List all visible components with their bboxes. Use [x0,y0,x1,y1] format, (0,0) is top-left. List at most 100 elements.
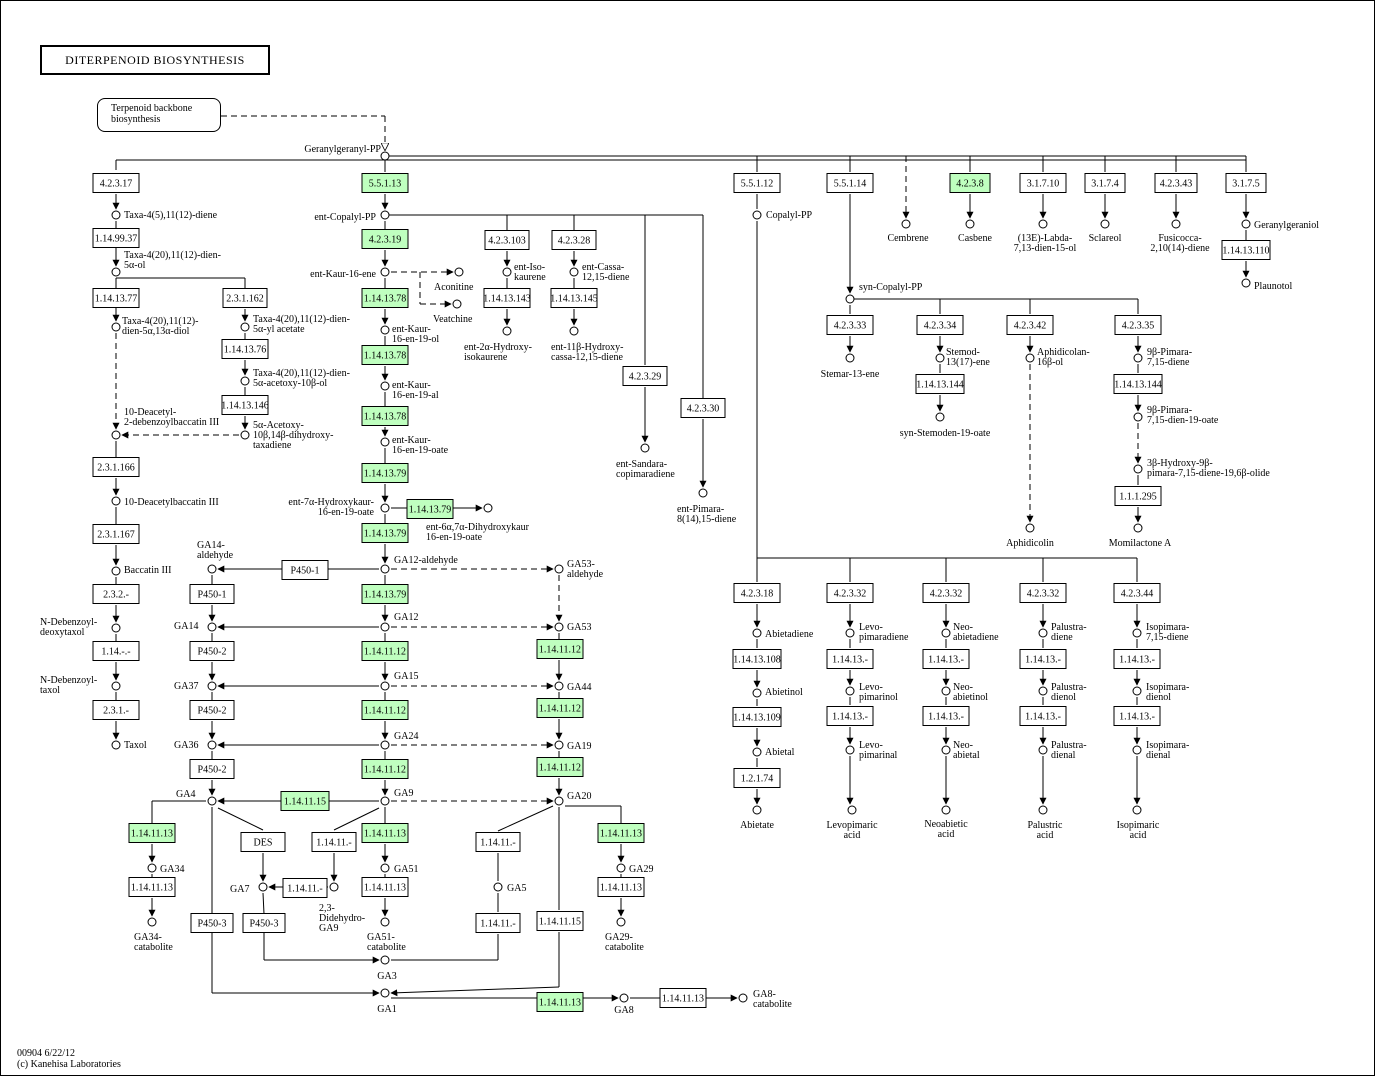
compound-node[interactable] [554,740,564,750]
enzyme-box-P450-1[interactable]: P450-1 [281,560,329,580]
compound-circle[interactable] [752,628,762,638]
enzyme-box-1-14-11-[interactable]: 1.14.11.- [475,913,521,933]
compound-circle[interactable] [845,353,855,363]
enzyme-box-1-14-13-[interactable]: 1.14.13.- [826,649,874,669]
enzyme-box-1-14-11-13[interactable]: 1.14.11.13 [659,988,707,1008]
compound-node[interactable] [380,681,390,691]
enzyme-box-1-14-11-13[interactable]: 1.14.11.13 [597,823,645,843]
compound-circle[interactable] [380,151,390,161]
enzyme-box-1-14-13-[interactable]: 1.14.13.- [1113,706,1161,726]
compound-circle[interactable] [1132,686,1142,696]
compound-circle[interactable] [207,681,217,691]
compound-circle[interactable] [554,796,564,806]
compound-circle[interactable] [616,863,626,873]
compound-node[interactable] [941,686,951,696]
compound-circle[interactable] [111,267,121,277]
compound-circle[interactable] [640,443,650,453]
compound-node[interactable] [901,219,911,229]
compound-node[interactable] [738,993,748,1003]
compound-node[interactable] [111,566,121,576]
compound-circle[interactable] [1025,523,1035,533]
enzyme-box-4-2-3-33[interactable]: 4.2.3.33 [826,315,874,335]
compound-node[interactable] [1133,464,1143,474]
enzyme-box-4-2-3-17[interactable]: 4.2.3.17 [92,173,140,193]
compound-node[interactable] [111,623,121,633]
compound-circle[interactable] [111,210,121,220]
compound-node[interactable] [554,796,564,806]
compound-node[interactable] [845,294,855,304]
compound-node[interactable] [752,688,762,698]
enzyme-box-1-14-11-12[interactable]: 1.14.11.12 [361,641,409,661]
enzyme-box-4-2-3-34[interactable]: 4.2.3.34 [916,315,964,335]
compound-node[interactable] [111,430,121,440]
compound-circle[interactable] [845,294,855,304]
enzyme-box-P450-2[interactable]: P450-2 [189,641,235,661]
compound-circle[interactable] [111,740,121,750]
enzyme-box-1-14-13-144[interactable]: 1.14.13.144 [1113,374,1163,394]
compound-circle[interactable] [554,681,564,691]
compound-node[interactable] [1100,219,1110,229]
compound-circle[interactable] [941,805,951,815]
compound-node[interactable] [1133,523,1143,533]
enzyme-box-1-14-13-78[interactable]: 1.14.13.78 [361,406,409,426]
compound-circle[interactable] [554,622,564,632]
compound-node[interactable] [1038,686,1048,696]
compound-circle[interactable] [554,740,564,750]
compound-circle[interactable] [901,219,911,229]
compound-node[interactable] [493,882,503,892]
compound-circle[interactable] [845,745,855,755]
compound-node[interactable] [845,628,855,638]
compound-circle[interactable] [1038,745,1048,755]
compound-circle[interactable] [752,210,762,220]
enzyme-box-5-5-1-12[interactable]: 5.5.1.12 [733,173,781,193]
enzyme-box-3-1-7-10[interactable]: 3.1.7.10 [1019,173,1067,193]
compound-circle[interactable] [240,322,250,332]
compound-circle[interactable] [240,430,250,440]
compound-circle[interactable] [619,993,629,1003]
enzyme-box-1-14-11-12[interactable]: 1.14.11.12 [536,639,584,659]
compound-node[interactable] [111,496,121,506]
compound-circle[interactable] [380,740,390,750]
enzyme-box-1-14-11-12[interactable]: 1.14.11.12 [536,698,584,718]
compound-node[interactable] [1132,805,1142,815]
enzyme-box-4-2-3-19[interactable]: 4.2.3.19 [361,229,409,249]
enzyme-box-4-2-3-30[interactable]: 4.2.3.30 [680,398,726,418]
enzyme-box-4-2-3-32[interactable]: 4.2.3.32 [826,583,874,603]
compound-node[interactable] [380,796,390,806]
compound-node[interactable] [569,267,579,277]
compound-node[interactable] [380,988,390,998]
compound-node[interactable] [1025,523,1035,533]
enzyme-box-1-14-11-13[interactable]: 1.14.11.13 [128,877,176,897]
compound-node[interactable] [240,430,250,440]
enzyme-box-4-2-3-103[interactable]: 4.2.3.103 [484,230,530,250]
enzyme-box-1-14-11-15[interactable]: 1.14.11.15 [280,791,330,811]
compound-node[interactable] [752,805,762,815]
compound-circle[interactable] [1132,628,1142,638]
compound-circle[interactable] [845,686,855,696]
compound-node[interactable] [111,322,121,332]
compound-node[interactable] [941,628,951,638]
compound-circle[interactable] [935,412,945,422]
compound-node[interactable] [380,437,390,447]
enzyme-box-1-14-13-79[interactable]: 1.14.13.79 [361,584,409,604]
compound-circle[interactable] [1038,805,1048,815]
compound-circle[interactable] [207,564,217,574]
compound-circle[interactable] [207,622,217,632]
enzyme-box-1-14-13-79[interactable]: 1.14.13.79 [361,523,409,543]
compound-circle[interactable] [207,796,217,806]
enzyme-box-1-14-13-145[interactable]: 1.14.13.145 [550,288,598,308]
enzyme-box-3-1-7-4[interactable]: 3.1.7.4 [1084,173,1126,193]
compound-circle[interactable] [454,267,464,277]
compound-node[interactable] [380,863,390,873]
compound-circle[interactable] [1133,523,1143,533]
compound-node[interactable] [845,686,855,696]
enzyme-box-1-14-11-13[interactable]: 1.14.11.13 [361,823,409,843]
compound-circle[interactable] [1038,628,1048,638]
compound-node[interactable] [380,381,390,391]
enzyme-box-3-1-7-5[interactable]: 3.1.7.5 [1225,173,1267,193]
enzyme-box-1-14-13-146[interactable]: 1.14.13.146 [221,395,269,415]
compound-node[interactable] [1133,412,1143,422]
compound-node[interactable] [1132,745,1142,755]
compound-node[interactable] [380,210,390,220]
enzyme-box-1-14-11-12[interactable]: 1.14.11.12 [361,700,409,720]
